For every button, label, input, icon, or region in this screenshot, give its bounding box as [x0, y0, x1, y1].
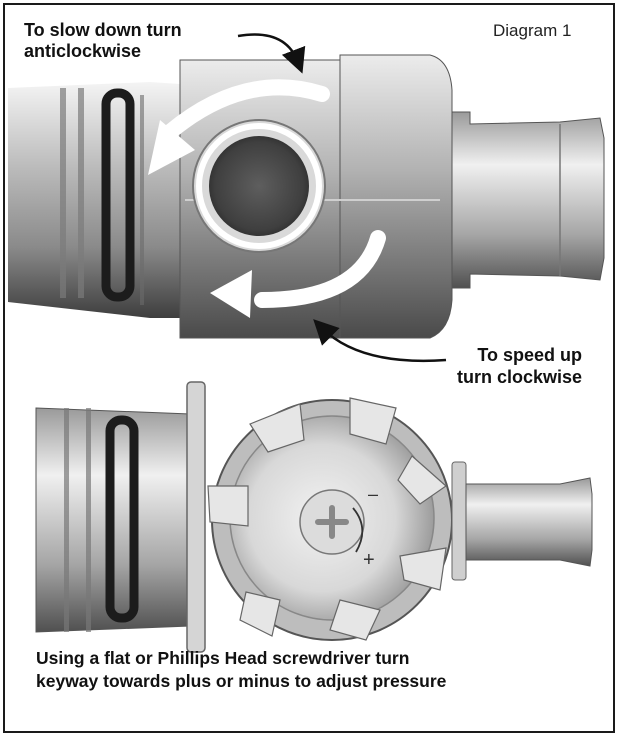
bottom-dial-tabs — [207, 397, 447, 641]
slow-down-line-2: anticlockwise — [24, 41, 142, 61]
dial-tab-2 — [349, 397, 397, 445]
dial-minus-mark: – — [368, 484, 378, 504]
clockwise-arrowhead — [210, 270, 252, 318]
speed-up-callout-arrow — [313, 319, 447, 363]
dial-plus-mark: + — [363, 549, 375, 571]
top-rib-2 — [78, 88, 84, 298]
diagram-title: Diagram 1 — [493, 21, 572, 40]
anticlockwise-arrowhead — [148, 120, 195, 175]
bottom-o-ring — [105, 415, 139, 623]
slow-down-callout-arrow — [237, 33, 306, 74]
top-valve-flange — [339, 54, 453, 339]
instruction-line-2: keyway towards plus or minus to adjust p… — [36, 671, 447, 691]
top-outlet-barb — [451, 111, 605, 289]
dial-tab-4 — [399, 547, 447, 591]
speed-up-line-1: To speed up — [477, 345, 582, 365]
speed-up-label: To speed up turn clockwise — [457, 344, 582, 388]
slow-down-label: To slow down turn anticlockwise — [24, 20, 182, 62]
top-rib-3 — [140, 95, 144, 305]
top-o-ring — [101, 88, 135, 302]
instruction-text: Using a flat or Phillips Head screwdrive… — [36, 647, 446, 693]
screw-cross-slot — [315, 505, 349, 539]
dial-direction-arc — [352, 507, 364, 553]
slow-down-line-1: To slow down turn — [24, 20, 182, 40]
bottom-rib-1 — [64, 408, 69, 632]
instruction-line-1: Using a flat or Phillips Head screwdrive… — [36, 648, 410, 668]
bottom-rib-2 — [86, 408, 91, 632]
dial-tab-5 — [329, 599, 381, 641]
top-rib-1 — [60, 88, 66, 298]
top-valve — [8, 33, 605, 363]
speed-up-line-2: turn clockwise — [456, 367, 582, 387]
bottom-outlet-barb — [465, 477, 593, 567]
bottom-valve — [35, 381, 593, 653]
bottom-flange-plate — [186, 381, 206, 653]
bottom-outlet-collar — [451, 461, 467, 581]
anticlockwise-arrow — [162, 79, 330, 140]
dial-tab-7 — [207, 485, 249, 527]
dial-tab-6 — [239, 591, 281, 637]
top-adjuster-highlight — [196, 123, 322, 249]
clockwise-arrow — [254, 230, 386, 308]
dial-tab-1 — [249, 403, 305, 453]
top-adjuster-ball — [209, 136, 309, 236]
dial-tab-3 — [397, 455, 447, 505]
top-valve-left-body — [8, 82, 180, 318]
